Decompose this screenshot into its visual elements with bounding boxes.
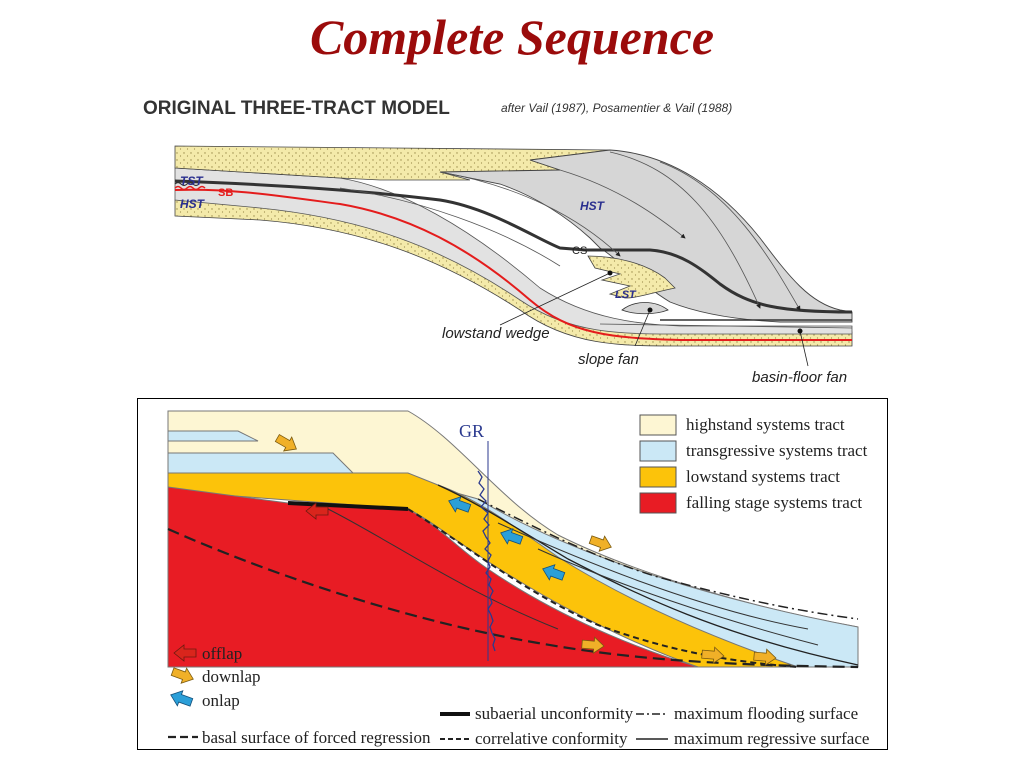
label-sb: SB xyxy=(218,187,233,199)
marker-basin-floor-fan xyxy=(797,328,803,334)
three-tract-model-diagram: ORIGINAL THREE-TRACT MODEL after Vail (1… xyxy=(143,98,853,386)
offlap-legend-icon xyxy=(173,644,197,662)
onlap-legend-icon xyxy=(170,690,194,707)
label-hst-main: HST xyxy=(580,199,606,213)
legend-swatch-transgressive xyxy=(639,440,677,462)
internal-bedding-line xyxy=(497,522,809,630)
legend-label-lowstand: lowstand systems tract xyxy=(686,467,840,486)
legend-label-falling-stage: falling stage systems tract xyxy=(686,493,862,512)
leader-basin-floor-fan xyxy=(799,330,809,367)
arrow-legend: offlap downlap onlap xyxy=(170,644,261,710)
basal-surface-forced-regression xyxy=(167,527,859,669)
downlap-legend-icon xyxy=(170,667,194,684)
internal-bedding-line xyxy=(537,548,819,646)
marker-slope-fan xyxy=(647,307,653,313)
older-shale-layer xyxy=(174,167,853,335)
legend-label-downlap: downlap xyxy=(202,667,261,686)
tract-legend: highstand systems tract transgressive sy… xyxy=(639,414,868,514)
legend-label-correlative-conformity: correlative conformity xyxy=(475,729,628,748)
subaerial-unconformity xyxy=(287,501,409,511)
onlap-arrow xyxy=(500,528,524,545)
lowstand-wedge-sand xyxy=(587,255,676,299)
legend-label-transgressive: transgressive systems tract xyxy=(686,441,868,460)
leader-lowstand-wedge xyxy=(499,272,611,326)
sb-wavy-line xyxy=(174,185,206,191)
legend-swatch-highstand xyxy=(639,414,677,436)
legend-label-highstand: highstand systems tract xyxy=(686,415,845,434)
onlap-arrow xyxy=(542,564,566,581)
hst-shale-wedge xyxy=(439,149,853,323)
offlap-arrow xyxy=(305,502,329,520)
legend-label-subaerial-unconformity: subaerial unconformity xyxy=(475,704,634,723)
label-cs: CS xyxy=(572,245,587,257)
downlap-arrow xyxy=(701,646,725,664)
label-lst: LST xyxy=(615,289,637,301)
clinoform-line xyxy=(599,323,853,329)
clinoform-line xyxy=(609,151,761,309)
label-basin-floor-fan: basin-floor fan xyxy=(752,369,847,386)
systems-tracts-diagram: GR highstand systems tract transgressive… xyxy=(137,398,888,750)
legend-label-basal-surface: basal surface of forced regression xyxy=(202,728,431,747)
legend-label-onlap: onlap xyxy=(202,691,240,710)
maximum-flooding-surface xyxy=(477,498,859,620)
clinoform-line xyxy=(659,161,801,311)
slope-fan-lens xyxy=(621,302,669,315)
label-slope-fan: slope fan xyxy=(578,351,639,368)
tst-wavy-line xyxy=(174,181,200,187)
label-tst: TST xyxy=(180,174,204,188)
gr-label: GR xyxy=(459,421,484,441)
top-citation: after Vail (1987), Posamentier & Vail (1… xyxy=(501,101,732,115)
internal-bedding-line xyxy=(327,508,559,630)
label-hst-left: HST xyxy=(180,197,206,211)
downlap-arrow xyxy=(581,636,605,654)
legend-label-maximum-regressive-surface: maximum regressive surface xyxy=(674,729,869,748)
top-heading: ORIGINAL THREE-TRACT MODEL xyxy=(143,98,450,119)
downlap-arrow xyxy=(588,535,612,552)
label-lowstand-wedge: lowstand wedge xyxy=(442,325,550,342)
clinoform-line xyxy=(559,169,686,239)
downlap-arrow xyxy=(753,648,777,666)
sequence-boundary-line xyxy=(174,188,852,341)
onlap-arrow xyxy=(448,496,472,513)
legend-label-offlap: offlap xyxy=(202,644,242,663)
legend-label-maximum-flooding-surface: maximum flooding surface xyxy=(674,704,858,723)
clinoform-line xyxy=(439,171,621,257)
correlative-conformity xyxy=(407,508,799,668)
clinoform-line xyxy=(339,187,561,267)
slide-title: Complete Sequence xyxy=(309,9,715,65)
legend-swatch-lowstand xyxy=(639,466,677,488)
surface-legend: basal surface of forced regression subae… xyxy=(168,704,869,748)
transgressive-surface-line xyxy=(174,179,586,252)
gr-log-curve xyxy=(477,470,496,652)
leader-slope-fan xyxy=(634,309,651,347)
legend-swatch-falling-stage xyxy=(639,492,677,514)
marker-lowstand-wedge xyxy=(607,270,613,276)
downlap-arrow xyxy=(274,433,297,452)
